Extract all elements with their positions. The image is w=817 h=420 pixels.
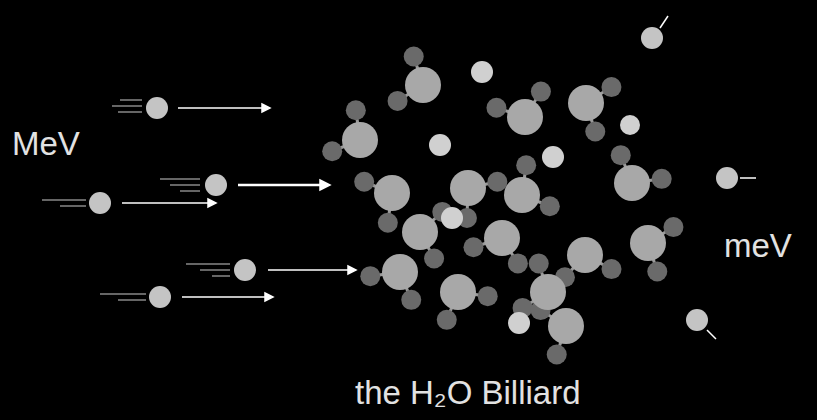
oxygen-atom — [484, 220, 520, 256]
hydrogen-atom — [663, 217, 683, 237]
oxygen-atom — [504, 177, 540, 213]
oxygen-atom — [405, 67, 441, 103]
hydrogen-atom — [529, 253, 549, 273]
hydrogen-atom — [478, 286, 498, 306]
water-molecules — [322, 46, 683, 364]
hydrogen-atom — [540, 196, 560, 216]
free-neutrons — [429, 61, 640, 334]
oxygen-atom — [342, 122, 378, 158]
neutron-balls — [89, 97, 256, 308]
hydrogen-atom — [547, 345, 567, 365]
hydrogen-atom — [378, 213, 398, 233]
hydrogen-atom — [487, 172, 507, 192]
energy-label: meV — [724, 229, 792, 262]
hydrogen-atom — [437, 310, 457, 330]
hydrogen-atom — [401, 290, 421, 310]
hydrogen-atom — [486, 98, 506, 118]
oxygen-atom — [440, 274, 476, 310]
outgoing-particles — [641, 16, 756, 339]
hydrogen-atom — [322, 141, 342, 161]
oxygen-atom — [374, 175, 410, 211]
oxygen-atom — [402, 214, 438, 250]
hydrogen-atom — [585, 122, 605, 142]
hydrogen-atom — [360, 266, 380, 286]
hydrogen-atom — [508, 253, 528, 273]
hydrogen-atom — [354, 172, 374, 192]
hydrogen-atom — [652, 169, 672, 189]
diagram-caption: the H₂O Billiard — [355, 376, 581, 409]
energy-label: MeV — [12, 127, 80, 160]
hydrogen-atom — [601, 77, 621, 97]
oxygen-atom — [548, 308, 584, 344]
oxygen-atom — [614, 165, 650, 201]
oxygen-atom — [568, 85, 604, 121]
hydrogen-atom — [404, 46, 424, 66]
oxygen-atom — [630, 225, 666, 261]
hydrogen-atom — [611, 145, 631, 165]
incoming-particles — [42, 100, 356, 301]
hydrogen-atom — [424, 248, 444, 268]
hydrogen-atom — [388, 91, 408, 111]
bonds — [332, 56, 673, 354]
oxygen-atom — [567, 237, 603, 273]
hydrogen-atom — [516, 155, 536, 175]
hydrogen-atom — [531, 82, 551, 102]
oxygen-atom — [450, 170, 486, 206]
oxygen-atom — [530, 274, 566, 310]
hydrogen-atom — [647, 262, 667, 282]
hydrogen-atom — [346, 100, 366, 120]
oxygen-atom — [382, 254, 418, 290]
hydrogen-atom — [601, 259, 621, 279]
hydrogen-atom — [463, 237, 483, 257]
oxygen-atom — [507, 99, 543, 135]
